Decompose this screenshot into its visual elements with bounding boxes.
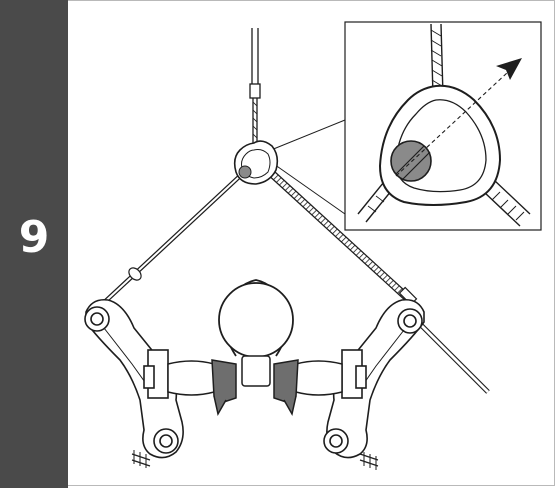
callout-leader (270, 119, 346, 215)
direction-arrow-icon (496, 58, 522, 80)
brake-pad-right (273, 359, 343, 417)
cable-carrier (233, 140, 279, 185)
step-number: 9 (18, 212, 50, 263)
brake-arm-left (84, 298, 184, 468)
brake-arm-right (323, 298, 425, 470)
brake-illustration (68, 0, 557, 488)
brake-pad-left (167, 359, 237, 417)
transverse-wire-right (267, 169, 490, 394)
detail-callout (344, 21, 542, 231)
main-cable (249, 28, 261, 146)
wheel-sphere (218, 279, 294, 387)
step-sidebar: 9 (0, 0, 68, 488)
transverse-wire-left (94, 174, 242, 312)
